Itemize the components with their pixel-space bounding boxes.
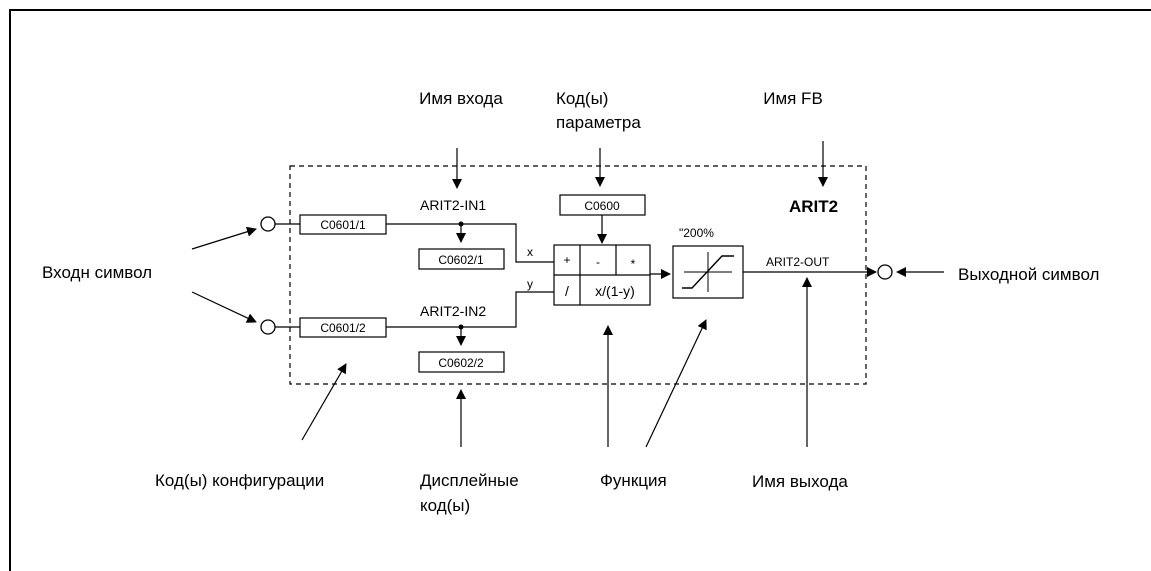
output-symbol <box>877 264 893 280</box>
x-label: x <box>527 245 533 259</box>
input-symbol-2 <box>260 319 276 335</box>
in2-line <box>386 291 554 328</box>
y-label: y <box>527 277 533 291</box>
callout-display-code-2: код(ы) <box>420 496 470 515</box>
arrow-input-symbol-1 <box>191 226 257 250</box>
callout-display-code-1: Дисплейные <box>420 471 519 490</box>
config-code-2: C0601/2 <box>320 321 366 335</box>
callout-param-code-1: Код(ы) <box>556 89 608 108</box>
limit-label: "200% <box>679 226 714 240</box>
callout-output-name: Имя выхода <box>752 472 848 491</box>
op-multiply: * <box>631 257 636 271</box>
callout-input-symbol: Входн символ <box>42 263 152 282</box>
callout-fb-name: Имя FB <box>763 89 823 108</box>
fb-name: ARIT2 <box>789 197 838 216</box>
param-code: C0600 <box>584 199 620 213</box>
op-formula: x/(1-y) <box>595 283 635 299</box>
input-symbol-1 <box>260 216 276 232</box>
arrow-config-code <box>301 363 347 441</box>
op-minus: - <box>596 255 600 269</box>
op-plus: + <box>563 253 570 267</box>
display-code-box-2 <box>418 351 505 373</box>
callout-output-symbol: Выходной символ <box>958 265 1099 284</box>
callout-config-code: Код(ы) конфигурации <box>155 471 324 490</box>
in1-line <box>386 223 554 263</box>
op-divide: / <box>565 283 569 299</box>
in2-name: ARIT2-IN2 <box>420 303 486 319</box>
function-block-boundary <box>289 165 867 385</box>
display-code-2: C0602/2 <box>438 356 484 370</box>
callout-input-name: Имя входа <box>419 89 503 108</box>
callout-param-code-2: параметра <box>556 113 641 132</box>
arrow-input-symbol-2 <box>191 291 257 323</box>
outer-frame <box>9 9 1151 571</box>
callout-function: Функция <box>600 471 667 490</box>
arrow-function-2 <box>645 319 707 448</box>
in1-name: ARIT2-IN1 <box>420 197 486 213</box>
display-code-1: C0602/1 <box>438 253 484 267</box>
out-name: ARIT2-OUT <box>766 255 830 269</box>
limiter-curve <box>682 255 734 289</box>
config-code-1: C0601/1 <box>320 218 366 232</box>
display-code-box-1 <box>418 248 505 270</box>
